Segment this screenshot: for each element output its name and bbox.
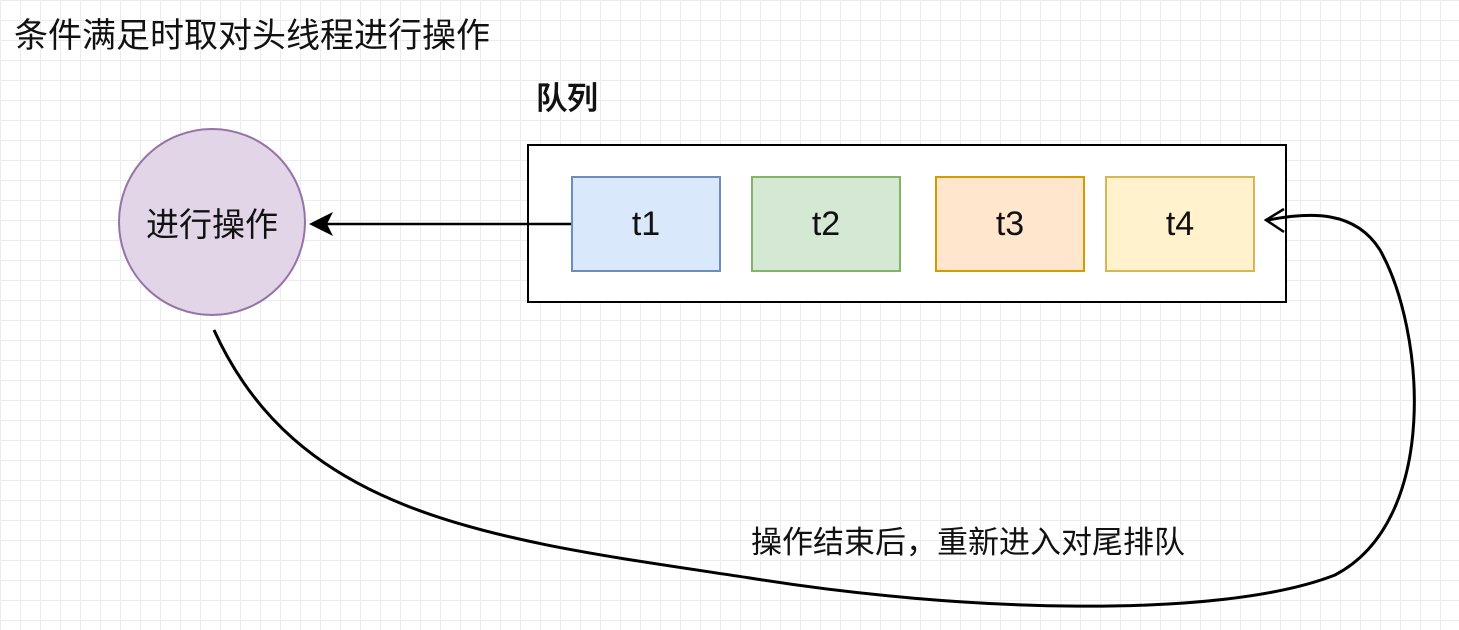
requeue-arrowhead: [1263, 207, 1285, 234]
queue-label: 队列: [536, 81, 598, 117]
task-label-t1: t1: [631, 204, 661, 243]
operation-node: 进行操作: [118, 128, 306, 316]
dequeue-arrowhead: [309, 212, 333, 236]
task-node-t1: t1: [571, 176, 721, 272]
task-node-t4: t4: [1105, 176, 1255, 272]
task-node-t3: t3: [935, 176, 1085, 272]
requeue-edge-label: 操作结束后，重新进入对尾排队: [751, 525, 1185, 561]
requeue-arrow-curve: [212, 213, 1416, 608]
task-label-t4: t4: [1165, 204, 1195, 243]
task-node-t2: t2: [751, 176, 901, 272]
diagram-title: 条件满足时取对头线程进行操作: [14, 16, 490, 56]
task-label-t3: t3: [995, 204, 1025, 243]
task-label-t2: t2: [811, 204, 841, 243]
operation-label: 进行操作: [146, 205, 278, 244]
